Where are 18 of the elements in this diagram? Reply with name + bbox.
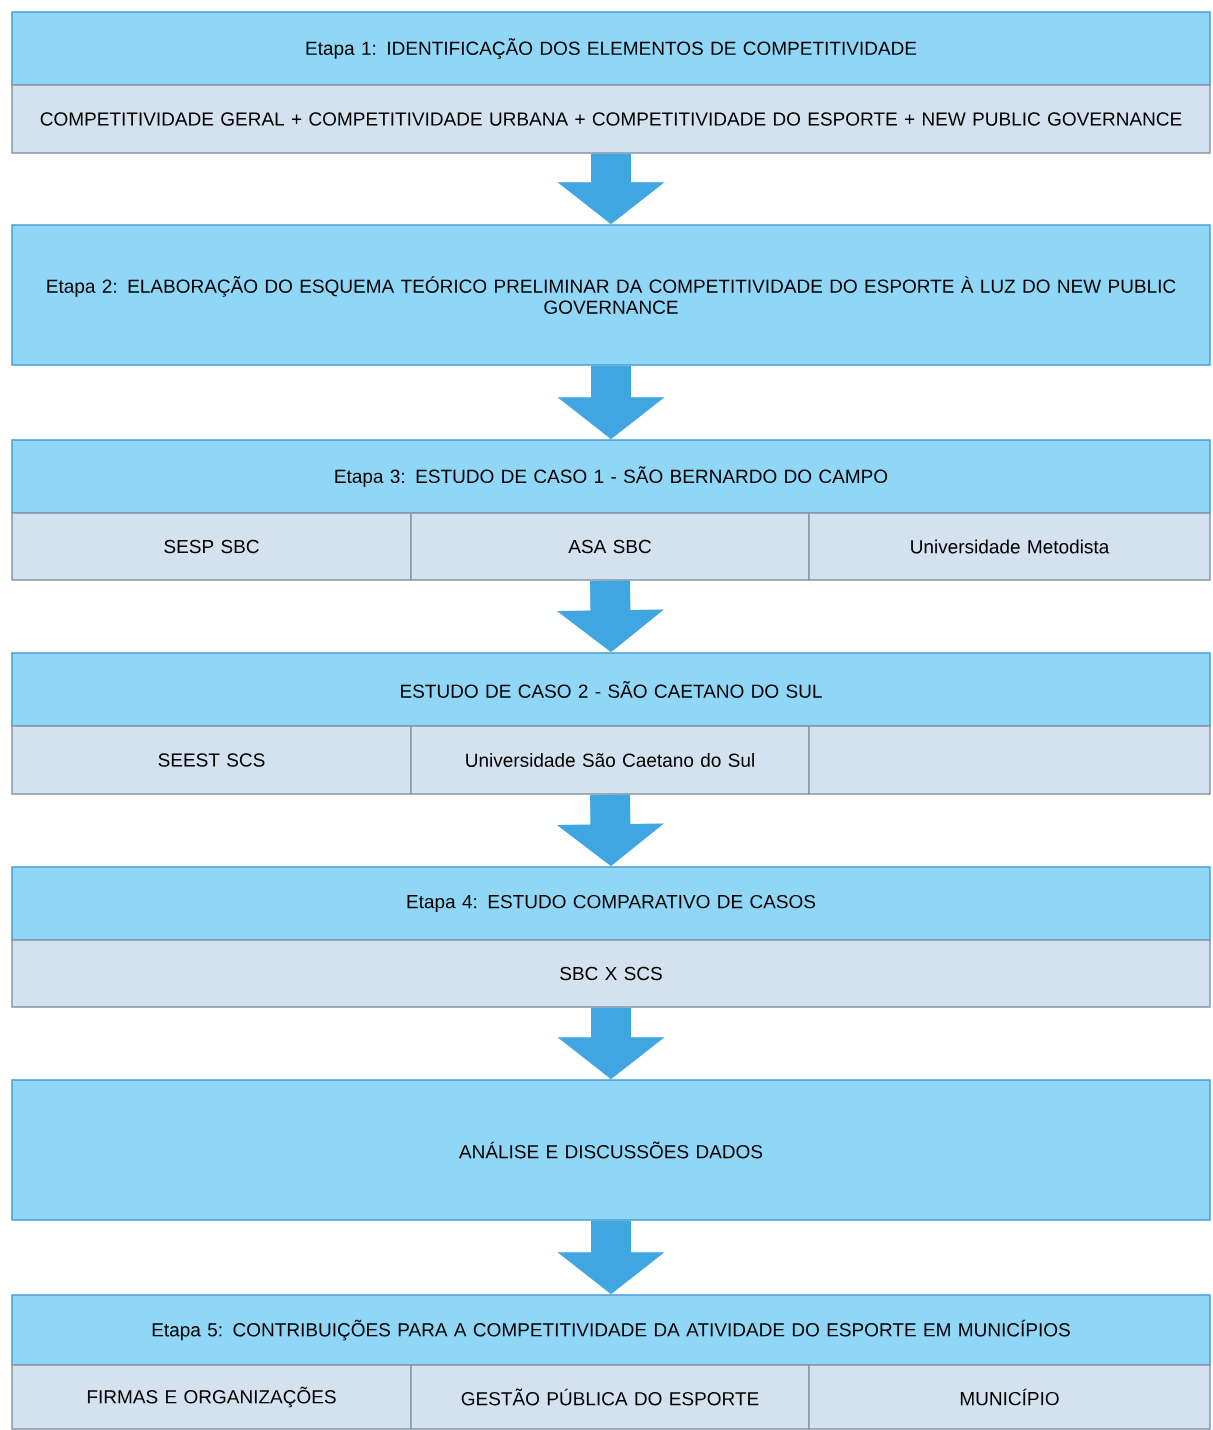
header-box: Etapa 3: ESTUDO DE CASO 1 - SÃO BERNARDO DO CAMPO [11,439,1211,514]
sub-box: COMPETITIVIDADE GERAL + COMPETITIVIDADE URBANA + COMPETITIVIDADE DO ESPORTE + NEW PUBLIC GOVERNANCE [11,84,1211,154]
sub-box: SBC X SCS [11,939,1211,1008]
sub-box: ASA SBC [410,512,810,581]
header-box: Etapa 5: CONTRIBUIÇÕES PARA A COMPETITIVIDADE DA ATIVIDADE DO ESPORTE EM MUNICÍPIOS [11,1294,1211,1366]
sub-box: GESTÃO PÚBLICA DO ESPORTE [410,1364,810,1430]
sub-box: SESP SBC [11,512,412,581]
header-box: ANÁLISE E DISCUSSÕES DADOS [11,1079,1211,1221]
header-box: Etapa 1: IDENTIFICAÇÃO DOS ELEMENTOS DE COMPETITIVIDADE [11,11,1211,86]
sub-box: FIRMAS E ORGANIZAÇÕES [11,1364,412,1430]
header-box: Etapa 4: ESTUDO COMPARATIVO DE CASOS [11,866,1211,941]
sub-box: MUNICÍPIO [808,1364,1211,1430]
header-box: ESTUDO DE CASO 2 - SÃO CAETANO DO SUL [11,652,1211,727]
sub-box [808,725,1211,795]
sub-box: Universidade Metodista [808,512,1211,581]
sub-box: Universidade São Caetano do Sul [410,725,810,795]
header-box: Etapa 2: ELABORAÇÃO DO ESQUEMA TEÓRICO PRELIMINAR DA COMPETITIVIDADE DO ESPORTE À LUZ DO NEW PUBLIC GOVERNANCE [11,224,1211,366]
sub-box: SEEST SCS [11,725,412,795]
